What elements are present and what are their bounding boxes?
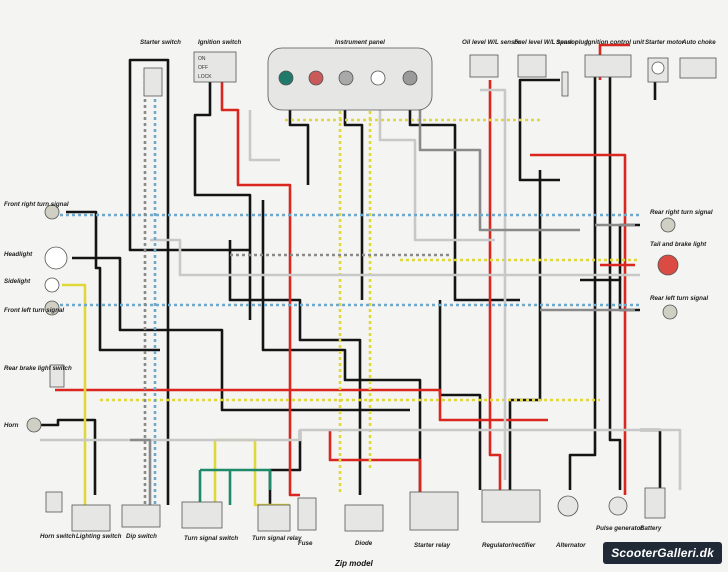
alternator: [557, 495, 579, 517]
instrument-indicator-white: [370, 70, 386, 86]
rear-left-turn-bulb: [662, 304, 678, 320]
front-right-turn-bulb: [44, 204, 60, 220]
starter-motor: [647, 57, 669, 83]
turn-signal-relay: [257, 504, 291, 532]
lighting-switch: [71, 504, 111, 532]
ignition-position-on: ON: [198, 56, 206, 62]
label-front-right-turn: Front right turn signal: [4, 201, 69, 208]
label-sidelight: Sidelight: [4, 278, 31, 285]
ignition-position-lock: LOCK: [198, 74, 212, 80]
label-horn: Horn: [4, 422, 19, 429]
ignition-control-unit: [584, 54, 632, 78]
instrument-panel: [267, 47, 433, 111]
starter-relay: [409, 491, 459, 531]
label-alternator: Alternator: [555, 542, 586, 549]
label-oil-level-sensor: Oil level W/L sensor: [462, 39, 521, 46]
label-instrument-panel: Instrument panel: [335, 39, 385, 46]
fuel-level-sensor: [517, 54, 547, 78]
diode: [344, 504, 384, 532]
horn-switch: [45, 491, 63, 513]
label-starter-motor: Starter motor: [645, 39, 685, 46]
label-battery: Battery: [640, 525, 662, 532]
oil-level-sensor: [469, 54, 499, 78]
instrument-indicator-green: [278, 70, 294, 86]
label-spark-plug: Spark plug: [556, 39, 588, 46]
turn-signal-switch: [181, 501, 223, 529]
label-horn-switch: Horn switch: [40, 533, 76, 540]
front-left-turn-bulb: [44, 300, 60, 316]
starter-switch: [143, 67, 163, 97]
label-ignition-switch: Ignition switch: [198, 39, 242, 46]
label-rear-right-turn: Rear right turn signal: [650, 209, 713, 216]
label-regulator-rectifier: Regulator/rectifier: [482, 542, 536, 549]
label-headlight: Headlight: [4, 251, 33, 258]
label-tail-brake-light: Tail and brake light: [650, 241, 707, 248]
label-fuse: Fuse: [298, 540, 313, 547]
instrument-indicator-grey: [338, 70, 354, 86]
instrument-indicator-red: [308, 70, 324, 86]
label-fuel-level-sensor: Fuel level W/L sensor: [514, 39, 578, 46]
label-starter-relay: Starter relay: [414, 542, 451, 549]
diagram-title: Zip model: [334, 559, 374, 568]
label-turn-signal-relay: Turn signal relay: [252, 535, 302, 542]
label-pulse-generator: Pulse generator: [596, 525, 643, 532]
label-diode: Diode: [355, 540, 373, 547]
ignition-switch: ON OFF LOCK: [193, 51, 237, 83]
regulator-rectifier: [481, 489, 541, 523]
headlight-bulb: [44, 246, 68, 270]
auto-choke: [679, 57, 717, 79]
horn: [26, 417, 42, 433]
fuse: [297, 497, 317, 531]
wire-harness: [30, 43, 682, 520]
spark-plug: [561, 71, 569, 97]
rear-right-turn-bulb: [660, 217, 676, 233]
tail-brake-bulb: [657, 254, 679, 276]
label-rear-brake-switch: Rear brake light switch: [4, 365, 72, 372]
label-dip-switch: Dip switch: [126, 533, 157, 540]
label-ignition-control-unit: Ignition control unit: [586, 39, 645, 46]
label-turn-signal-switch: Turn signal switch: [184, 535, 238, 542]
label-lighting-switch: Lighting switch: [76, 533, 122, 540]
dip-switch: [121, 504, 161, 528]
battery: [644, 487, 666, 519]
label-front-left-turn: Front left turn signal: [4, 307, 64, 314]
label-auto-choke: Auto choke: [681, 39, 716, 46]
label-rear-left-turn: Rear left turn signal: [650, 295, 708, 302]
label-starter-switch: Starter switch: [140, 39, 181, 46]
watermark: ScooterGalleri.dk: [603, 542, 722, 564]
ignition-position-off: OFF: [198, 65, 208, 71]
instrument-indicator-dark: [402, 70, 418, 86]
pulse-generator: [608, 496, 628, 516]
sidelight-bulb: [44, 277, 60, 293]
rear-brake-switch: [49, 364, 65, 388]
